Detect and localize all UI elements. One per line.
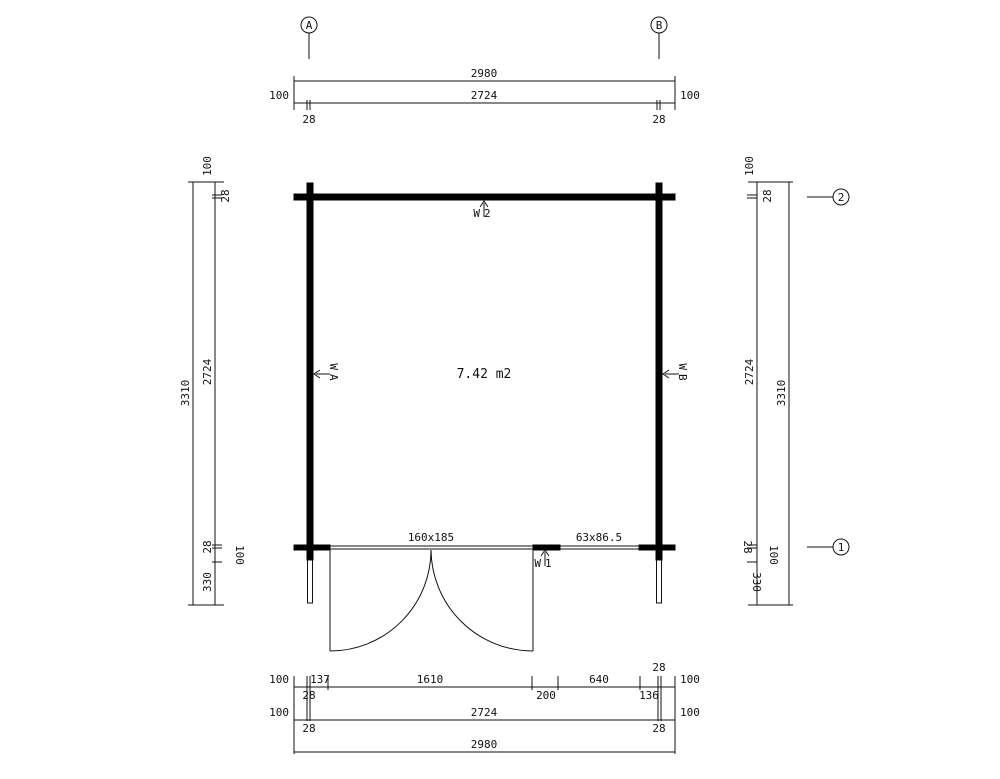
- dim-left-overall: 3310: [179, 380, 192, 407]
- dim-bottom-r2-wall-left: 28: [302, 722, 315, 735]
- dim-top-overall: 2980: [471, 67, 498, 80]
- walls: [293, 182, 676, 604]
- dim-bottom-r2-overhang-left: 100: [269, 706, 289, 719]
- wall-marker-w1-label: W1: [534, 557, 555, 570]
- dimension-top: 2980 2724 100 100 28 28: [269, 67, 700, 126]
- dim-left-top-wall: 28: [219, 189, 232, 202]
- dimension-right: 100 28 2724 3310 28 100 330: [741, 156, 793, 606]
- dim-left-bottom-wall: 28: [201, 540, 214, 553]
- dim-bottom-r1-pier-left: 137: [310, 673, 330, 686]
- wall-front-left-segment: [293, 544, 331, 551]
- wall-right: [655, 182, 663, 561]
- dim-bottom-r1-overhang-left: 100: [269, 673, 289, 686]
- grid-axis-b: B: [650, 16, 668, 59]
- wall-marker-w2: W2: [473, 200, 494, 220]
- dim-bottom-r1-window-span: 640: [589, 673, 609, 686]
- porch-post-left: [307, 559, 313, 604]
- dim-bottom-r2-overhang-right: 100: [680, 706, 700, 719]
- dim-right-overall: 3310: [775, 380, 788, 407]
- grid-axis-b-label: B: [656, 19, 663, 32]
- wall-marker-wb: WB: [662, 363, 689, 385]
- dim-left-inner: 2724: [201, 358, 214, 385]
- grid-axis-2-label: 2: [838, 191, 845, 204]
- wall-front-middle-segment: [532, 544, 561, 551]
- window-size-label: 63x86.5: [576, 531, 622, 544]
- dim-right-bottom-overhang: 100: [767, 545, 780, 565]
- wall-marker-w1: W1: [534, 549, 555, 570]
- porch-post-right: [656, 559, 662, 604]
- dim-bottom-r1-pier-right: 136: [639, 689, 659, 702]
- dim-bottom-r1-overhang-right: 100: [680, 673, 700, 686]
- wall-marker-w2-label: W2: [473, 207, 494, 220]
- dim-bottom-r2-inner: 2724: [471, 706, 498, 719]
- dim-right-inner: 2724: [743, 358, 756, 385]
- dim-right-bottom-wall: 28: [741, 540, 754, 553]
- dim-top-overhang-right: 100: [680, 89, 700, 102]
- dim-right-top-overhang: 100: [743, 156, 756, 176]
- grid-axis-2: 2: [807, 188, 850, 206]
- grid-axis-1-label: 1: [838, 541, 845, 554]
- double-door: [329, 549, 534, 652]
- dimension-bottom: 100 137 1610 200 640 136 100 28 28 100 2…: [269, 661, 700, 754]
- wall-left: [306, 182, 314, 561]
- dim-left-top-overhang: 100: [201, 156, 214, 176]
- dim-bottom-overall: 2980: [471, 738, 498, 751]
- dim-top-wall-right: 28: [652, 113, 665, 126]
- dim-bottom-r1-between: 200: [536, 689, 556, 702]
- dim-right-porch: 330: [750, 572, 763, 592]
- dim-right-top-wall: 28: [761, 189, 774, 202]
- wall-marker-wa: WA: [313, 363, 340, 385]
- wall-back: [293, 193, 676, 201]
- dim-bottom-r1-wall-right: 28: [652, 661, 665, 674]
- dim-left-bottom-overhang: 100: [233, 545, 246, 565]
- dim-bottom-r1-door-span: 1610: [417, 673, 444, 686]
- door-size-label: 160x185: [408, 531, 454, 544]
- dim-bottom-r2-wall-right: 28: [652, 722, 665, 735]
- dimension-left: 3310 2724 100 28 28 100 330: [179, 156, 246, 606]
- dim-left-porch: 330: [201, 572, 214, 592]
- dim-top-wall-left: 28: [302, 113, 315, 126]
- grid-axis-a-label: A: [306, 19, 313, 32]
- wall-marker-wa-label: WA: [327, 363, 340, 384]
- dim-bottom-r1-wall-left: 28: [302, 689, 315, 702]
- grid-axis-a: A: [300, 16, 318, 59]
- dim-top-overhang-left: 100: [269, 89, 289, 102]
- dim-top-inner: 2724: [471, 89, 498, 102]
- room-area-label: 7.42 m2: [457, 367, 512, 382]
- wall-marker-wb-label: WB: [676, 363, 689, 384]
- grid-axis-1: 1: [807, 538, 850, 556]
- wall-front-right-segment: [638, 544, 676, 551]
